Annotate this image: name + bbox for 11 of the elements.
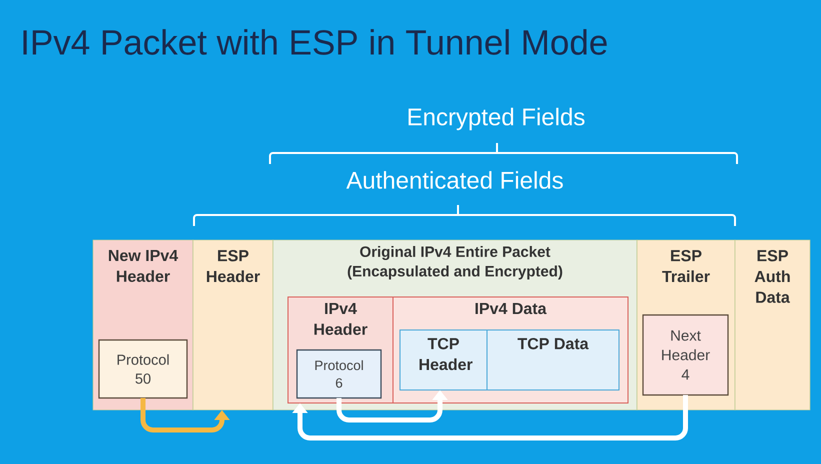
value-box: Next Header 4 [642, 314, 729, 396]
bracket-label: Authenticated Fields [346, 171, 563, 189]
field-box: TCP Data [486, 330, 620, 390]
field-box: TCP Header [400, 330, 488, 390]
title: IPv4 Packet with ESP in Tunnel Mode [23, 29, 607, 55]
value-box: Protocol 6 [296, 349, 382, 399]
field-box: ESP Auth Data [734, 240, 810, 410]
field-box: ESP Header [192, 240, 274, 410]
arrow [292, 395, 688, 440]
bracket-label: Encrypted Fields [408, 108, 584, 130]
value-box: Protocol 50 [98, 339, 188, 399]
